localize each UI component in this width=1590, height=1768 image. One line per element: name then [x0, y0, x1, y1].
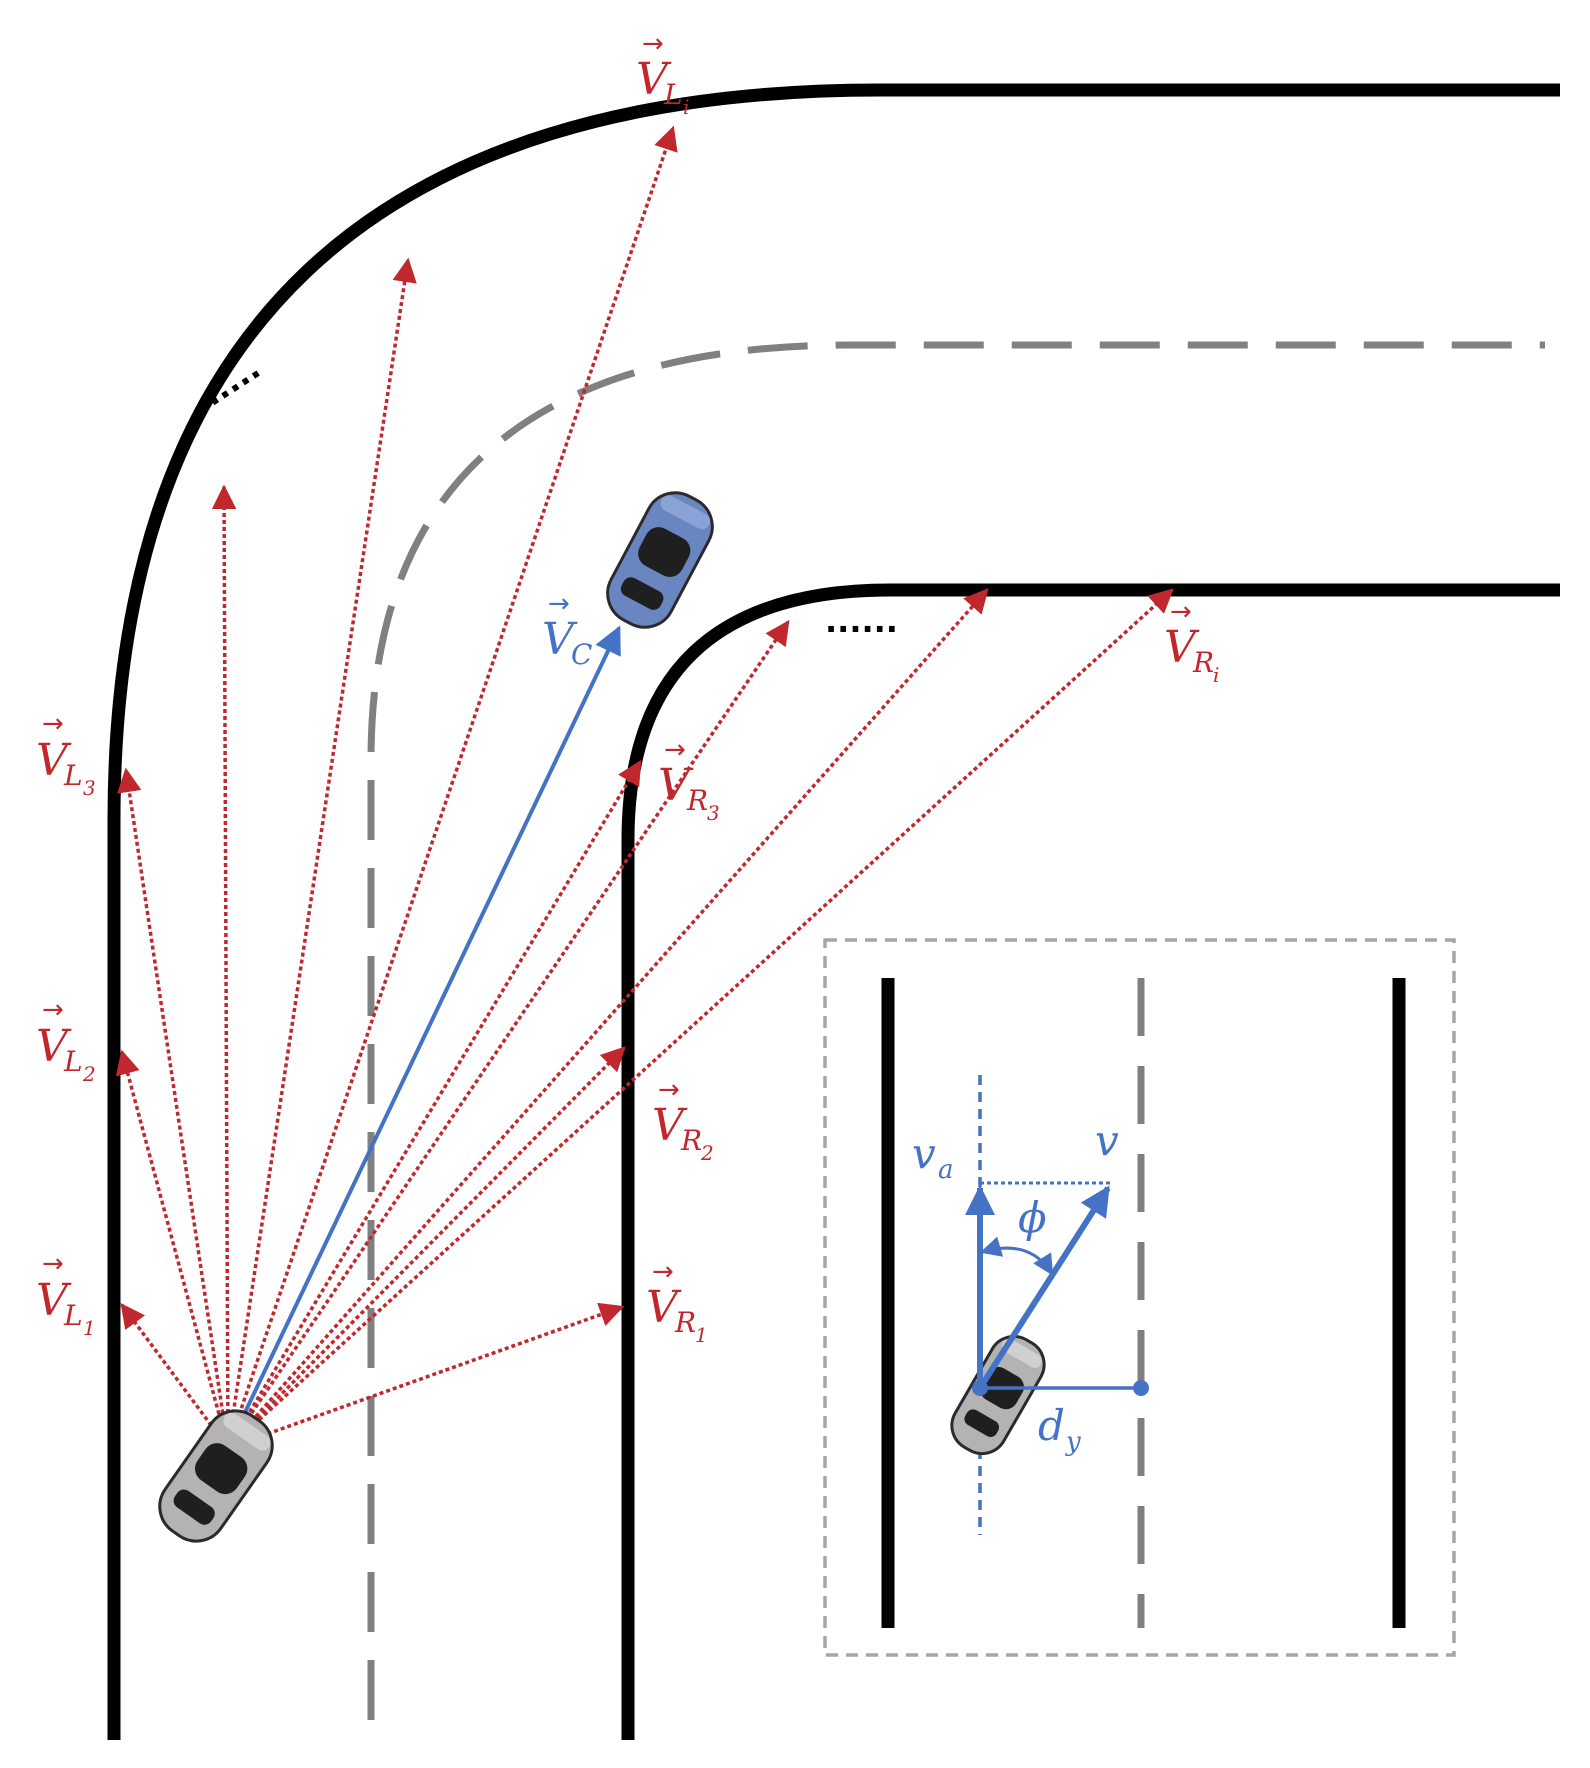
label-v: v: [1095, 1116, 1119, 1165]
lane-divider: [367, 341, 1545, 1720]
outer-road-edge: [107, 83, 1560, 1740]
vr2-sub: R: [680, 1124, 702, 1157]
vr2-base: V: [652, 1100, 688, 1151]
target-car-icon: [606, 491, 714, 629]
vri-subsub: i: [1213, 663, 1219, 687]
vl3-subsub: 3: [83, 776, 96, 800]
vl1-base: V: [36, 1275, 72, 1326]
vr1-arrow: →: [652, 1257, 674, 1287]
ray-l5: [226, 257, 417, 1449]
label-vc: → V C: [542, 589, 592, 671]
vr3-base: V: [658, 760, 694, 811]
inner-road-edge: [621, 583, 1560, 1740]
label-vr1: → V R 1: [646, 1257, 708, 1347]
va-sub: a: [938, 1155, 954, 1185]
vr3-subsub: 3: [707, 801, 720, 825]
label-vl3: → V L 3: [36, 709, 96, 800]
left-ray-labels: → V L 1 → V L 2 → V L 3 → V L i: [36, 29, 689, 1340]
label-vr3: → V R 3: [658, 735, 720, 825]
label-va: v a: [912, 1129, 954, 1185]
ray-l2: [115, 1049, 230, 1449]
vr1-subsub: 1: [695, 1323, 708, 1347]
vl1-sub: L: [63, 1299, 83, 1332]
vli-subsub: i: [683, 95, 689, 119]
vli-arrow: →: [642, 29, 664, 59]
vl3-base: V: [36, 735, 72, 786]
ray-r5: [226, 588, 989, 1450]
inset-border: [823, 938, 1456, 1657]
vri-sub: R: [1192, 646, 1214, 679]
ray-ri: [226, 588, 1174, 1450]
vr2-subsub: 2: [700, 1141, 714, 1165]
vr3-sub: R: [686, 784, 708, 817]
vl1-arrow: →: [42, 1249, 64, 1279]
vc-sub: C: [571, 638, 592, 671]
sensing-rays: [115, 125, 1174, 1450]
vl3-sub: L: [63, 759, 83, 792]
vl2-sub: L: [63, 1045, 83, 1078]
ellipsis-right: ......: [825, 602, 898, 640]
vr2-arrow: →: [658, 1075, 680, 1105]
inset-panel: v a v ϕ d y: [823, 938, 1456, 1657]
vli-sub: L: [663, 78, 683, 111]
label-vri: → V R i: [1164, 597, 1219, 687]
vr3-arrow: →: [664, 735, 686, 765]
label-vr2: → V R 2: [652, 1075, 714, 1165]
ray-r2: [226, 1046, 626, 1450]
ray-r4: [226, 619, 790, 1449]
ray-li: [226, 125, 678, 1449]
label-dy: d y: [1038, 1401, 1081, 1457]
label-vl2: → V L 2: [36, 995, 96, 1086]
dy-sub: y: [1065, 1427, 1081, 1457]
vr1-sub: R: [674, 1306, 696, 1339]
right-ray-labels: → V R 1 → V R 2 → V R 3 → V R i: [646, 597, 1219, 1347]
vli-base: V: [636, 54, 672, 105]
label-vli: → V L i: [636, 29, 689, 119]
road: [107, 83, 1560, 1740]
vl2-arrow: →: [42, 995, 64, 1025]
ray-l4: [211, 484, 237, 1449]
vl3-arrow: →: [42, 709, 64, 739]
inset-car-icon: [950, 1334, 1046, 1456]
vri-arrow: →: [1170, 597, 1192, 627]
vc-base: V: [542, 614, 578, 665]
label-phi: ϕ: [1018, 1193, 1047, 1242]
ray-l3: [117, 767, 230, 1449]
ray-r3: [226, 759, 642, 1449]
center-vector: [226, 625, 621, 1449]
vl1-subsub: 1: [83, 1316, 96, 1340]
ego-car-icon: [158, 1409, 274, 1543]
label-vl1: → V L 1: [36, 1249, 96, 1340]
inset-lane-dot: [1133, 1380, 1149, 1396]
va-base: v: [912, 1129, 936, 1178]
inset-phi-arc: [979, 1236, 1054, 1276]
vl2-subsub: 2: [82, 1062, 96, 1086]
vr1-base: V: [646, 1282, 682, 1333]
inset-origin-dot: [972, 1380, 988, 1396]
vri-base: V: [1164, 622, 1200, 673]
inset-v-vector: [977, 1185, 1111, 1390]
dy-base: d: [1038, 1401, 1065, 1450]
vl2-base: V: [36, 1021, 72, 1072]
vc-arrow: →: [548, 589, 570, 619]
